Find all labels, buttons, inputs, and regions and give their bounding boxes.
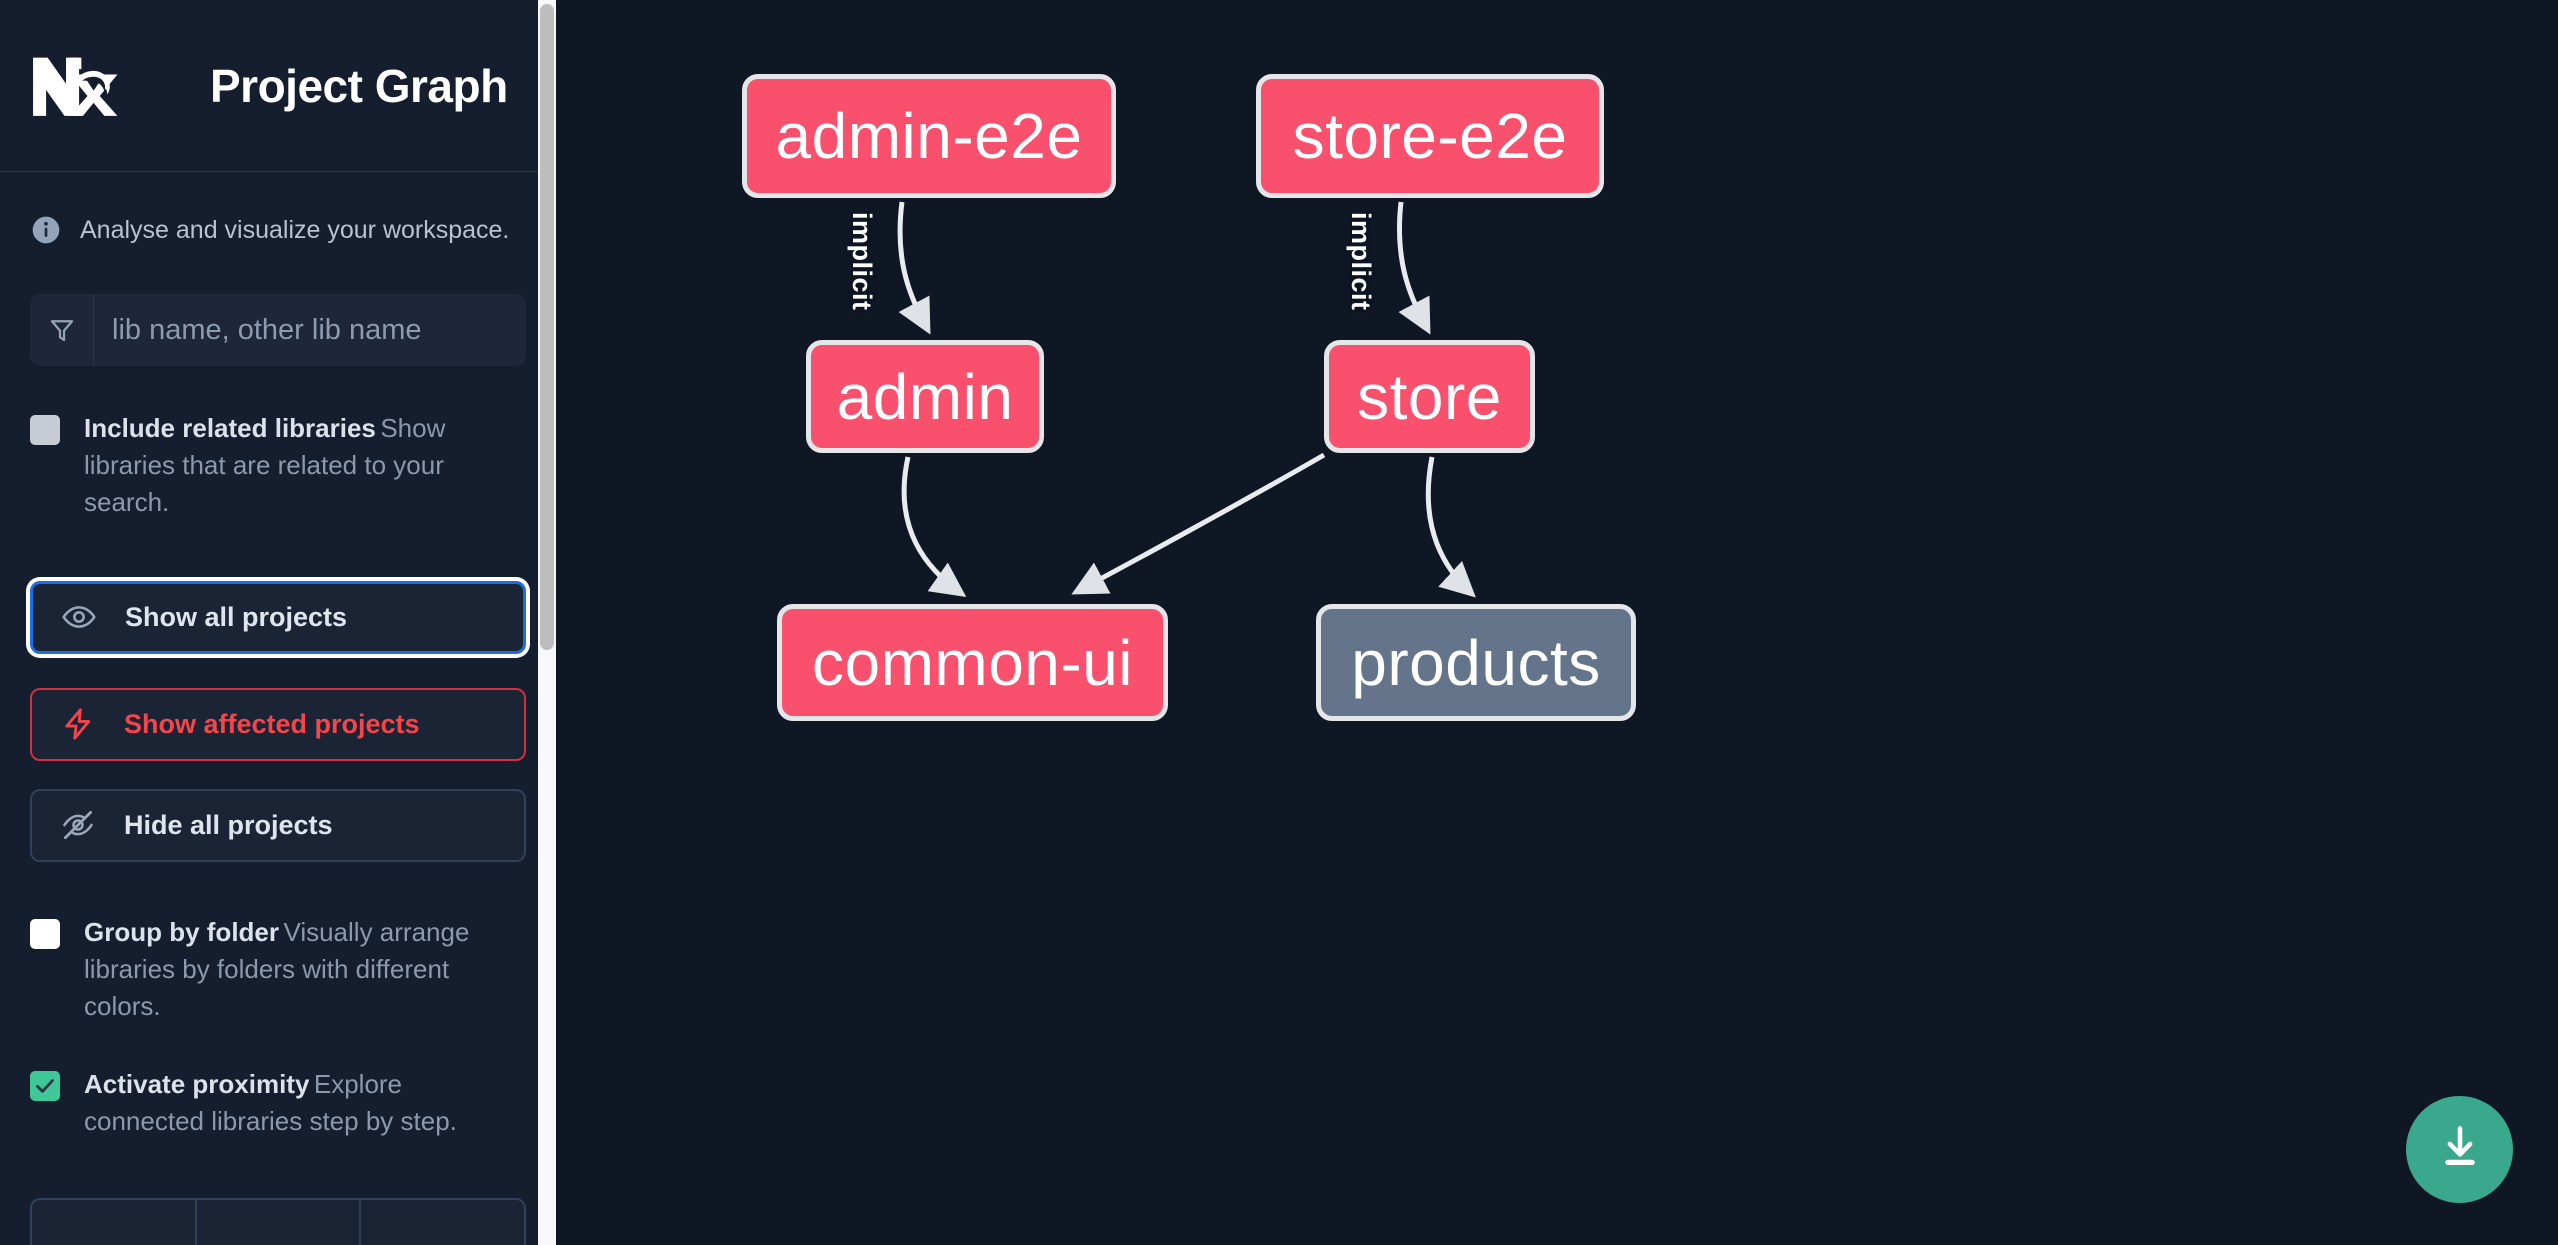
node-label: store-e2e bbox=[1292, 100, 1568, 172]
graph-node-common-ui[interactable]: common-ui bbox=[777, 604, 1168, 721]
workspace-hint-text: Analyse and visualize your workspace. bbox=[80, 215, 510, 244]
option-description: Visually arrange libraries by folders wi… bbox=[84, 916, 470, 1021]
option-description: Explore connected libraries step by step… bbox=[84, 1069, 457, 1137]
sidebar-body: Analyse and visualize your workspace. In… bbox=[0, 214, 556, 1245]
button-label: Show affected projects bbox=[124, 708, 420, 739]
segment-button-1[interactable] bbox=[30, 1198, 195, 1245]
download-icon bbox=[2434, 1121, 2486, 1178]
node-label: store bbox=[1357, 360, 1502, 433]
option-title: Activate proximity bbox=[84, 1069, 310, 1100]
segment-button-3[interactable] bbox=[361, 1198, 527, 1245]
workspace-hint: Analyse and visualize your workspace. bbox=[30, 214, 526, 246]
option-title: Group by folder bbox=[84, 916, 279, 947]
search-field[interactable] bbox=[30, 294, 526, 366]
graph-node-admin[interactable]: admin bbox=[806, 340, 1044, 453]
button-label: Show all projects bbox=[125, 601, 348, 632]
sidebar-header: Project Graph bbox=[0, 0, 556, 172]
segment-button-2[interactable] bbox=[194, 1198, 362, 1245]
checkbox-group-by-folder[interactable] bbox=[30, 918, 60, 949]
node-label: admin-e2e bbox=[775, 100, 1083, 172]
edge-admin-to-common-ui bbox=[901, 456, 967, 598]
graph-node-store-e2e[interactable]: store-e2e bbox=[1256, 74, 1604, 198]
show-affected-projects-button[interactable]: Show affected projects bbox=[30, 687, 526, 761]
eye-icon bbox=[59, 599, 99, 635]
option-description: Show libraries that are related to your … bbox=[84, 413, 446, 517]
eye-off-icon bbox=[58, 807, 98, 843]
option-title: Include related libraries bbox=[84, 413, 376, 443]
option-group-by-folder[interactable]: Group by folder Visually arrange librari… bbox=[30, 914, 526, 1025]
option-include-related-libraries[interactable]: Include related libraries Show libraries… bbox=[30, 410, 526, 521]
node-label: admin bbox=[836, 360, 1014, 433]
edge-admin-e2e-to-admin bbox=[897, 201, 931, 335]
graph-canvas[interactable]: admin-e2e store-e2e admin store common-u… bbox=[556, 0, 2558, 1245]
checkbox-activate-proximity[interactable] bbox=[30, 1071, 60, 1102]
page-title: Project Graph bbox=[210, 59, 508, 112]
info-circle-icon bbox=[30, 214, 62, 246]
filter-funnel-icon bbox=[30, 294, 94, 366]
download-image-button[interactable] bbox=[2406, 1096, 2513, 1203]
checkbox-include-related-libraries[interactable] bbox=[30, 415, 60, 445]
graph-node-products[interactable]: products bbox=[1316, 604, 1636, 721]
edge-store-to-common-ui bbox=[1071, 452, 1326, 595]
edge-store-to-products bbox=[1425, 456, 1476, 598]
node-label: common-ui bbox=[811, 626, 1134, 699]
graph-node-admin-e2e[interactable]: admin-e2e bbox=[742, 74, 1116, 198]
option-activate-proximity[interactable]: Activate proximity Explore connected lib… bbox=[30, 1066, 526, 1140]
lightning-icon bbox=[58, 706, 98, 742]
hide-all-projects-button[interactable]: Hide all projects bbox=[30, 788, 526, 862]
graph-edges bbox=[897, 201, 1476, 598]
graph-node-store[interactable]: store bbox=[1324, 340, 1535, 453]
search-input[interactable] bbox=[94, 294, 526, 366]
sidebar-scrollbar[interactable] bbox=[538, 0, 556, 1245]
button-label: Hide all projects bbox=[124, 809, 333, 840]
node-label: products bbox=[1351, 626, 1601, 699]
text-filter-group[interactable] bbox=[30, 1198, 527, 1245]
nx-logo-icon bbox=[30, 51, 122, 121]
sidebar: Project Graph Analyse and visualize your… bbox=[0, 0, 556, 1245]
sidebar-scrollbar-thumb[interactable] bbox=[540, 4, 554, 650]
show-all-projects-button[interactable]: Show all projects bbox=[30, 580, 526, 654]
edge-store-e2e-to-store bbox=[1396, 201, 1431, 335]
